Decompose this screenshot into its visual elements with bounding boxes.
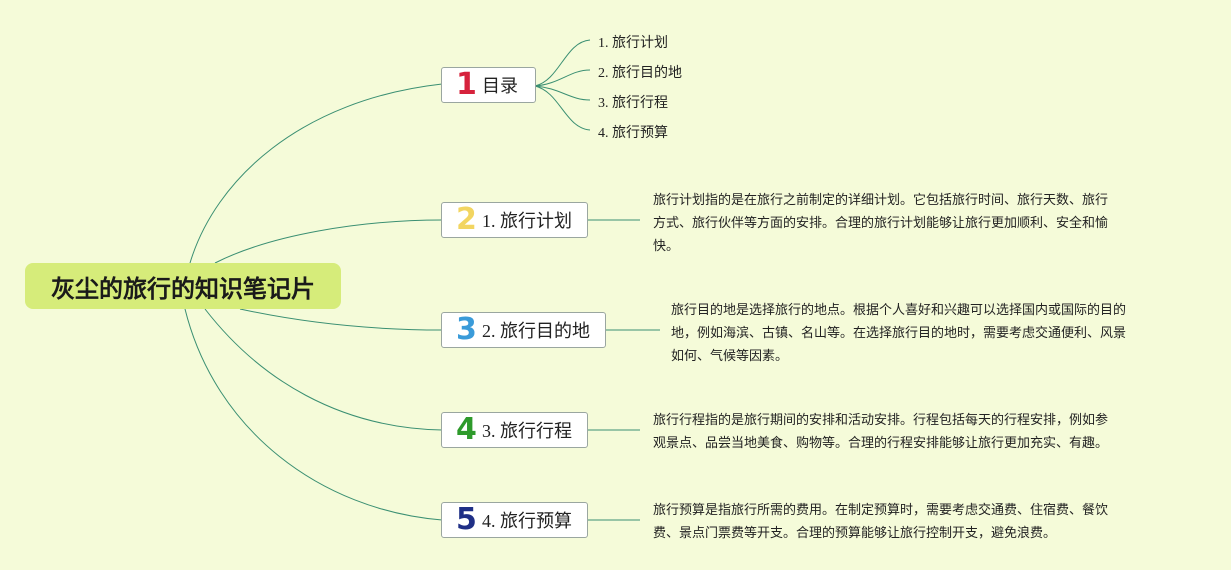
note-line: 费、景点门票费等开支。合理的预算能够让旅行控制开支，避免浪费。	[653, 526, 1057, 541]
connector-root-destination	[239, 308, 443, 331]
branch-label: 2. 旅行目的地	[482, 321, 590, 341]
connector-root-budget	[184, 308, 443, 521]
connector-toc-2	[534, 69, 591, 87]
note-travel-budget[interactable]: 旅行预算是指旅行所需的费用。在制定预算时，需要考虑交通费、住宿费、餐饮 费、景点…	[653, 499, 1108, 545]
note-line: 旅行目的地是选择旅行的地点。根据个人喜好和兴趣可以选择国内或国际的目的	[671, 303, 1127, 318]
connector-toc-4	[534, 85, 591, 131]
toc-item[interactable]: 2. 旅行目的地	[598, 66, 682, 81]
number-5-icon: 5	[456, 502, 477, 537]
note-travel-plan[interactable]: 旅行计划指的是在旅行之前制定的详细计划。它包括旅行时间、旅行天数、旅行 方式、旅…	[653, 189, 1108, 258]
toc-item[interactable]: 4. 旅行预算	[598, 126, 668, 141]
toc-item[interactable]: 3. 旅行行程	[598, 96, 668, 111]
branch-travel-itinerary[interactable]: 4 3. 旅行行程	[441, 412, 588, 448]
note-line: 旅行计划指的是在旅行之前制定的详细计划。它包括旅行时间、旅行天数、旅行	[653, 193, 1109, 208]
connector-toc-1	[534, 39, 591, 87]
branch-travel-plan[interactable]: 2 1. 旅行计划	[441, 202, 588, 238]
branch-travel-budget[interactable]: 5 4. 旅行预算	[441, 502, 588, 538]
branch-travel-destination[interactable]: 3 2. 旅行目的地	[441, 312, 606, 348]
number-2-icon: 2	[456, 202, 477, 237]
note-line: 旅行行程指的是旅行期间的安排和活动安排。行程包括每天的行程安排，例如参	[653, 413, 1109, 428]
number-1-icon: 1	[456, 67, 477, 102]
note-line: 旅行预算是指旅行所需的费用。在制定预算时，需要考虑交通费、住宿费、餐饮	[653, 503, 1109, 518]
note-line: 地，例如海滨、古镇、名山等。在选择旅行目的地时，需要考虑交通便利、风景	[671, 326, 1127, 341]
note-line: 快。	[653, 239, 680, 254]
connector-root-plan	[214, 219, 443, 264]
note-travel-itinerary[interactable]: 旅行行程指的是旅行期间的安排和活动安排。行程包括每天的行程安排，例如参 观景点、…	[653, 409, 1108, 455]
toc-item[interactable]: 1. 旅行计划	[598, 36, 668, 51]
root-title: 灰尘的旅行的知识笔记片	[51, 274, 315, 303]
branch-label: 目录	[482, 76, 518, 96]
connector-toc-3	[534, 85, 591, 101]
connector-root-toc	[189, 83, 443, 264]
branch-label: 4. 旅行预算	[482, 511, 572, 531]
branch-label: 3. 旅行行程	[482, 421, 572, 441]
note-line: 如何、气候等因素。	[671, 349, 789, 364]
connector-root-itinerary	[204, 308, 443, 431]
root-topic[interactable]: 灰尘的旅行的知识笔记片	[25, 263, 341, 309]
number-3-icon: 3	[456, 312, 477, 347]
branch-toc[interactable]: 1 目录	[441, 67, 536, 103]
branch-label: 1. 旅行计划	[482, 211, 572, 231]
note-line: 观景点、品尝当地美食、购物等。合理的行程安排能够让旅行更加充实、有趣。	[653, 436, 1109, 451]
note-travel-destination[interactable]: 旅行目的地是选择旅行的地点。根据个人喜好和兴趣可以选择国内或国际的目的 地，例如…	[671, 299, 1126, 368]
note-line: 方式、旅行伙伴等方面的安排。合理的旅行计划能够让旅行更加顺利、安全和愉	[653, 216, 1109, 231]
number-4-icon: 4	[456, 412, 477, 447]
